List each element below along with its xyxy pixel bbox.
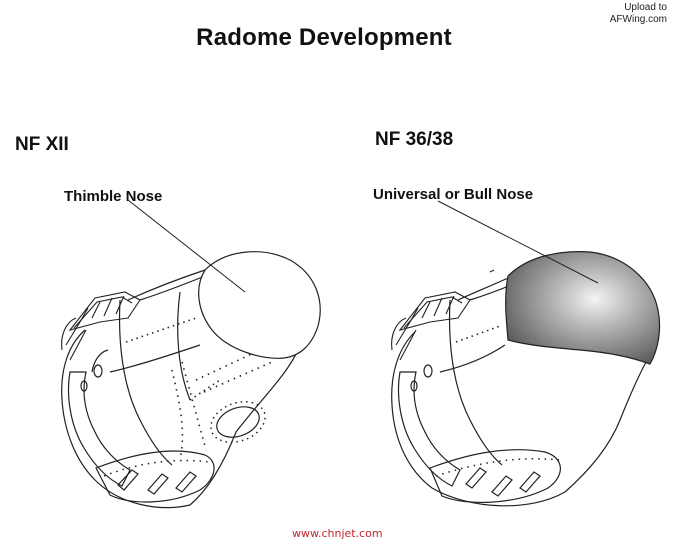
access-hatch-left: [216, 406, 260, 438]
engine-mount-frame-right: [391, 291, 471, 361]
bull-nose-label: Universal or Bull Nose: [373, 186, 534, 203]
leader-line-left: [127, 199, 246, 293]
nf-xii-label: NF XII: [15, 134, 69, 155]
thimble-nose-label: Thimble Nose: [64, 188, 163, 205]
upload-notice-line2: AFWing.com: [609, 14, 667, 25]
side-panel-right: [397, 371, 461, 487]
leader-line-right: [437, 200, 599, 284]
page-title: Radome Development: [196, 24, 452, 51]
engine-mount-frame-left: [61, 291, 141, 361]
intake-slots-left: [117, 469, 197, 495]
upload-notice: Upload to AFWing.com: [610, 2, 667, 26]
side-panel-left: [67, 371, 131, 487]
nf-xii-nose-drawing: [61, 199, 321, 509]
upload-notice-line1: Upload to: [624, 2, 667, 13]
bull-nose-radome: [505, 251, 661, 365]
thimble-radome: [198, 251, 321, 359]
nf-36-38-label: NF 36/38: [375, 129, 454, 150]
nf-36-38-nose-drawing: [391, 200, 661, 507]
watermark: www.chnjet.com: [292, 527, 383, 540]
intake-slots-right: [465, 467, 541, 497]
